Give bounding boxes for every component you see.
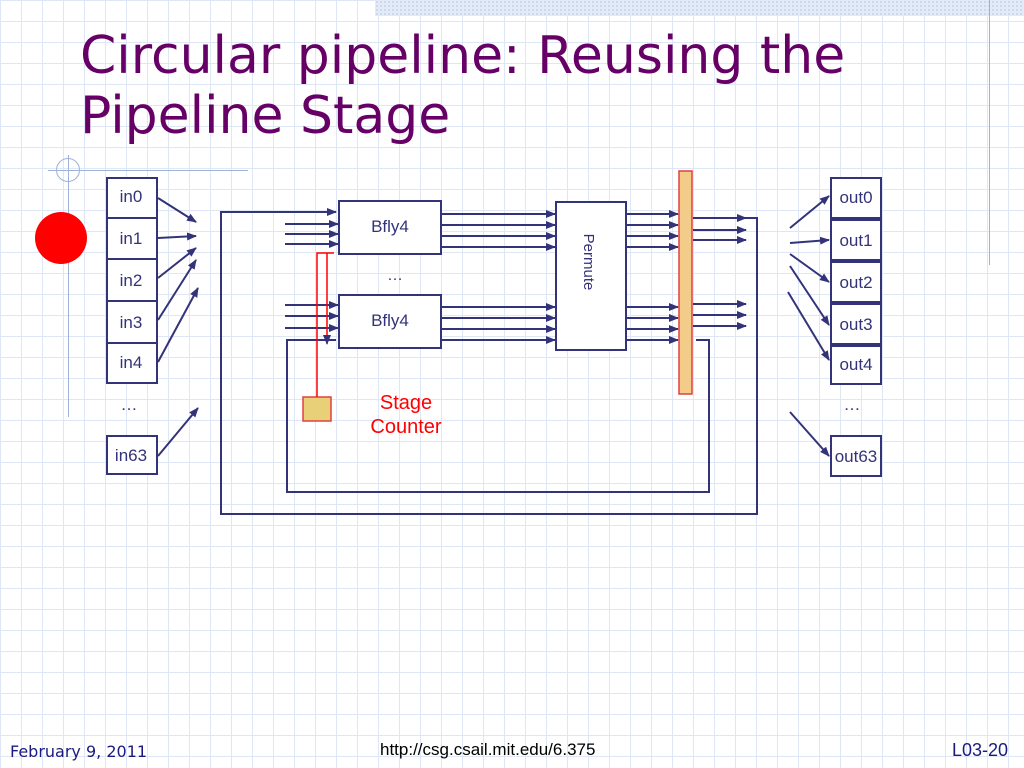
red-bullet [35,212,87,264]
output-boxes [830,177,882,477]
register-output-arrows [693,214,747,330]
input-box-in0 [106,177,158,219]
left-vertical-line [68,155,69,417]
input-boxes [106,177,158,475]
output-arrows [787,195,830,457]
output-box-out3 [830,303,882,345]
bfly4-bottom-output-arrows [441,303,556,344]
bfly4-bottom-input-arrows [285,301,339,332]
input-arrow [157,247,197,279]
right-vertical-line [989,0,990,265]
input-label-in0: in0 [120,187,143,206]
bfly4-bottom-box [338,294,442,349]
stage-counter-label-2: Counter [370,416,441,438]
input-arrows [157,197,199,457]
input-label-in2: in2 [120,271,143,290]
bfly4-top-box [338,200,442,255]
output-label-out1: out1 [839,231,872,250]
bfly4-top-output-arrows [441,210,556,251]
output-ellipsis: … [844,395,861,414]
output-arrow [789,195,830,229]
input-label-in4: in4 [120,353,143,372]
output-label-out4: out4 [839,355,872,374]
output-arrow [789,411,830,457]
inner-feedback-loop [286,339,710,493]
output-box-out4 [830,345,882,385]
stage-counter-box [302,396,332,422]
output-arrow [789,236,830,245]
output-arrow [789,265,830,326]
input-box-in3 [106,300,158,344]
permute-output-arrows [626,210,679,344]
input-ellipsis: … [121,395,138,414]
bfly4-top-label: Bfly4 [371,217,409,236]
title-line-1: Circular pipeline: Reusing the [80,26,846,86]
output-box-out0 [830,177,882,219]
stage-counter-wire [316,252,334,397]
stage-ellipsis: … [387,267,403,284]
crosshair-circle [56,158,80,182]
bfly4-top-input-arrows [285,220,339,248]
output-box-out1 [830,219,882,261]
output-box-out63 [830,435,882,477]
output-arrow [787,291,830,361]
input-arrow [157,232,197,241]
input-label-in3: in3 [120,313,143,332]
input-label-in1: in1 [120,229,143,248]
footer-date: February 9, 2011 [10,742,148,761]
title-line-2: Pipeline Stage [80,86,451,146]
title-underline [48,170,248,171]
slide-title: Circular pipeline: Reusing the Pipeline … [80,26,980,146]
input-arrow [157,259,197,321]
output-label-out0: out0 [839,188,872,207]
input-box-in2 [106,258,158,302]
stage-counter-label-1: Stage [380,392,432,414]
input-label-in63: in63 [115,446,147,465]
outer-feedback-loop [220,211,758,515]
input-arrow [157,197,197,223]
permute-box [555,201,627,351]
output-label-out2: out2 [839,273,872,292]
output-arrow [789,253,830,283]
footer-url[interactable]: http://csg.csail.mit.edu/6.375 [380,740,596,759]
output-box-out2 [830,261,882,303]
bfly4-bottom-label: Bfly4 [371,311,409,330]
input-arrow [157,287,199,363]
pipeline-register [678,170,693,395]
output-label-out63: out63 [835,447,878,466]
input-arrow [157,407,199,457]
slide-number: L03-20 [952,740,1009,760]
input-box-in4 [106,342,158,384]
permute-label: Permute [580,234,597,291]
dotted-top-band [375,0,1024,16]
output-label-out3: out3 [839,315,872,334]
input-box-in63 [106,435,158,475]
